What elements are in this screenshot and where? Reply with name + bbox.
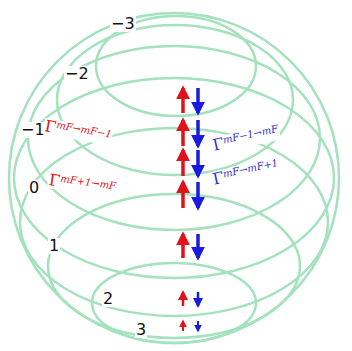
down-arrow	[196, 120, 200, 146]
up-arrow	[181, 150, 185, 176]
level-ring	[57, 25, 293, 175]
level-number: −3	[110, 16, 136, 32]
down-arrow	[196, 88, 200, 113]
down-arrow	[196, 234, 200, 258]
up-arrow	[181, 234, 185, 258]
level-ring	[20, 128, 328, 316]
down-arrow	[196, 182, 200, 208]
level-ring	[92, 263, 256, 343]
level-number: 2	[102, 291, 114, 307]
level-number: 3	[135, 322, 147, 338]
down-arrow	[197, 321, 199, 331]
down-arrow	[197, 292, 200, 306]
up-arrow	[182, 292, 185, 306]
level-number: 0	[28, 180, 40, 196]
level-number: −2	[64, 66, 90, 82]
up-arrow	[181, 182, 185, 208]
down-arrow	[196, 150, 200, 176]
level-ring	[96, 16, 256, 116]
level-ring	[48, 194, 300, 338]
up-arrow	[181, 88, 185, 113]
up-arrow	[182, 321, 184, 331]
level-number: 1	[48, 238, 60, 254]
sphere-outline	[9, 13, 339, 343]
level-number: −1	[20, 122, 46, 138]
up-arrow	[181, 120, 185, 146]
rate-label: ΓmF→mF+1	[210, 158, 281, 188]
level-ring	[28, 46, 320, 230]
level-ring	[14, 78, 334, 278]
